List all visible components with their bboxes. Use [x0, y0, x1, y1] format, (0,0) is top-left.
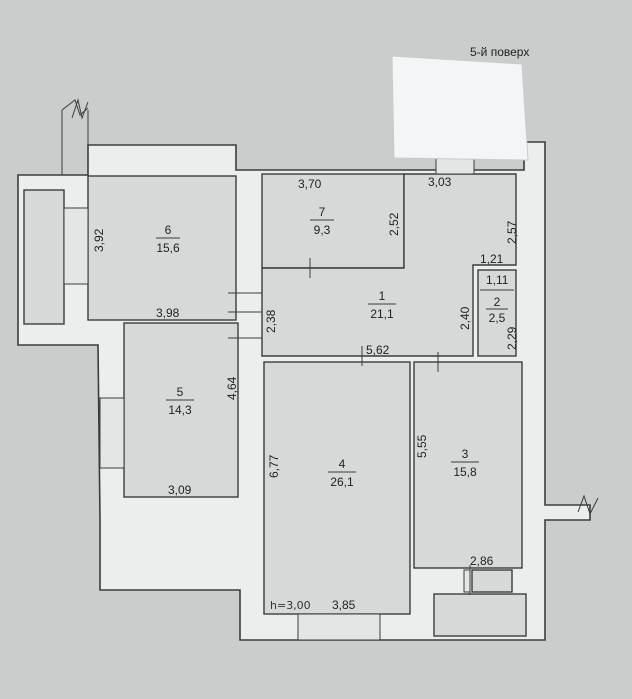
window-room5	[99, 397, 125, 469]
dim-677: 6,77	[267, 454, 281, 478]
room-2	[477, 269, 517, 357]
window-room3	[463, 569, 471, 593]
room-label-4: 4 26,1	[328, 457, 356, 489]
room-4	[263, 361, 411, 615]
dim-555: 5,55	[415, 434, 429, 458]
dim-111: 1,11	[486, 273, 509, 287]
window-top-right	[435, 157, 475, 175]
room-3	[413, 361, 523, 569]
room-1	[261, 173, 517, 357]
loggia-left	[23, 189, 65, 325]
room-label-5: 5 14,3	[166, 385, 194, 417]
dim-385: 3,85	[332, 598, 356, 612]
svg-text:15,8: 15,8	[453, 465, 477, 479]
dim-303: 3,03	[428, 175, 452, 189]
svg-text:21,1: 21,1	[370, 307, 394, 321]
dim-464: 4,64	[225, 376, 239, 400]
svg-text:5: 5	[177, 385, 184, 399]
room-6	[87, 175, 237, 321]
svg-text:7: 7	[319, 205, 326, 219]
dim-121: 1,21	[480, 252, 504, 266]
room-label-2: 2 2,5	[486, 295, 508, 325]
door-marks	[228, 258, 514, 595]
room-7	[261, 173, 405, 269]
room-5	[123, 322, 239, 498]
dim-392: 3,92	[92, 228, 106, 252]
dim-309: 3,09	[168, 483, 192, 497]
svg-text:1: 1	[379, 289, 386, 303]
break-mark-top	[71, 98, 89, 120]
dim-257: 2,57	[505, 220, 519, 244]
window-room4	[297, 613, 381, 641]
dim-562: 5,62	[366, 343, 390, 357]
svg-text:15,6: 15,6	[156, 241, 180, 255]
dim-240: 2,40	[458, 306, 472, 330]
dim-286: 2,86	[470, 554, 494, 568]
balcony-step	[471, 569, 513, 593]
paper-note	[391, 55, 529, 161]
room-label-7: 7 9,3	[310, 205, 334, 237]
svg-text:6: 6	[165, 223, 172, 237]
height-note: h=3,00	[270, 599, 311, 612]
dim-398: 3,98	[156, 306, 180, 320]
room-label-3: 3 15,8	[451, 447, 479, 479]
svg-text:9,3: 9,3	[314, 223, 331, 237]
dim-238: 2,38	[264, 309, 278, 333]
svg-text:2,5: 2,5	[489, 311, 506, 325]
balcony-bottom-right	[433, 593, 527, 637]
break-mark-right	[577, 494, 599, 516]
svg-text:3: 3	[462, 447, 469, 461]
window-left-loggia	[63, 207, 89, 285]
svg-text:26,1: 26,1	[330, 475, 354, 489]
room-label-1: 1 21,1	[368, 289, 396, 321]
svg-text:14,3: 14,3	[168, 403, 192, 417]
dim-252: 2,52	[387, 212, 401, 236]
dim-229: 2,29	[505, 326, 519, 350]
svg-text:4: 4	[339, 457, 346, 471]
svg-text:2: 2	[494, 295, 501, 309]
room-label-6: 6 15,6	[156, 223, 180, 255]
floor-label: 5-й поверх	[470, 45, 529, 59]
dim-370: 3,70	[298, 177, 322, 191]
